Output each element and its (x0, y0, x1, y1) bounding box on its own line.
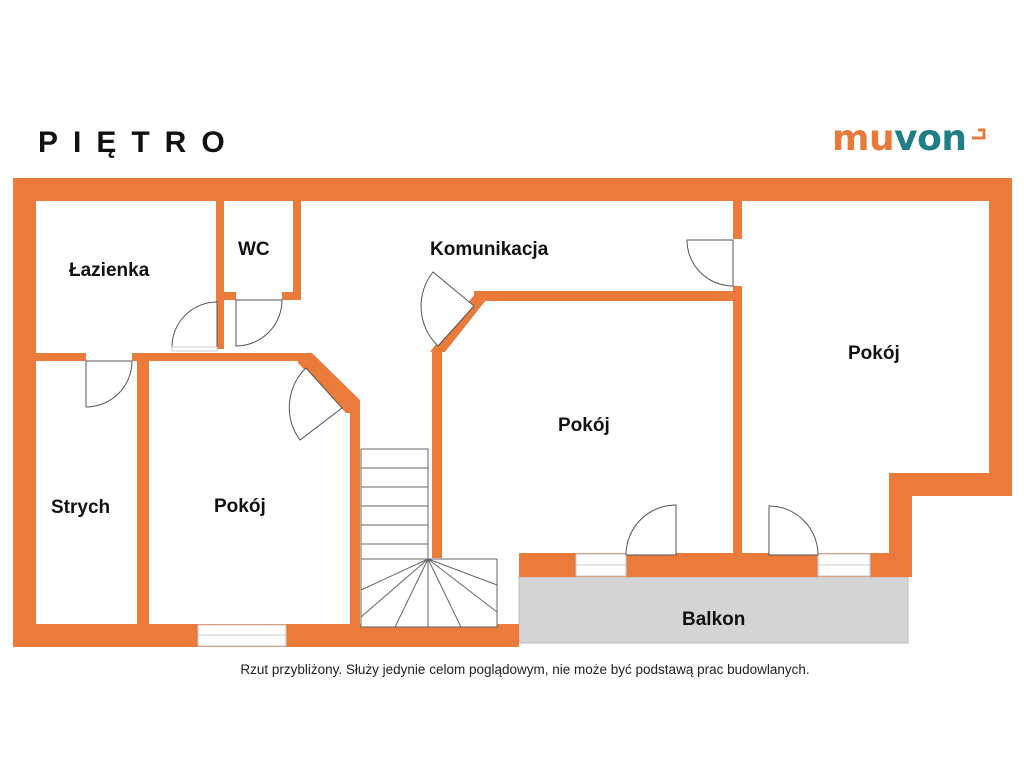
room-label-balkon: Balkon (682, 609, 745, 630)
wall-komunikacja-right-upper (733, 201, 742, 239)
outer-wall-top (13, 178, 1012, 201)
outer-wall-step-vertical (889, 473, 912, 577)
windows (197, 553, 871, 647)
logo-arrow-icon (972, 128, 986, 140)
room-label-strych: Strych (51, 497, 110, 518)
floor-heading: PIĘTRO (38, 126, 240, 159)
wall-strych-right (137, 353, 149, 628)
door-pokoj-center (420, 271, 475, 347)
disclaimer-note: Rzut przybliżony. Służy jedynie celom po… (240, 662, 810, 677)
room-label-pokoj-center: Pokój (558, 415, 610, 436)
wall-pokoj-left-right (350, 405, 360, 627)
room-label-pokoj-left: Pokój (214, 496, 266, 517)
door-komunikacja (686, 239, 734, 287)
wall-pokoj-center-corner (432, 350, 442, 558)
door-lazienka (171, 301, 218, 350)
staircase-outline (360, 448, 429, 628)
outer-wall-step-horizontal (889, 473, 1012, 496)
room-label-komunikacja: Komunikacja (430, 239, 549, 260)
logo-text-mu: mu (832, 118, 895, 159)
wall-pokoj-left-diagonal (298, 353, 360, 413)
room-label-wc: WC (238, 239, 270, 260)
doors (85, 239, 819, 556)
logo-text-von: von (894, 118, 967, 159)
room-label-lazienka: Łazienka (69, 260, 150, 281)
wall-wc-right (293, 201, 301, 299)
wall-komunikacja-right-lower (733, 286, 742, 576)
wall-lazienka-wc (216, 201, 224, 349)
staircase (360, 448, 498, 628)
door-strych (85, 360, 133, 408)
wall-pokoj-center-top (474, 291, 741, 301)
door-pokoj-left (288, 367, 343, 441)
door-balcony-right (768, 505, 819, 556)
door-balcony-center (625, 504, 677, 556)
door-wc (235, 299, 283, 347)
wall-wc-bottom (222, 292, 236, 300)
outer-wall-right (989, 178, 1012, 496)
outer-wall-left (13, 178, 36, 647)
room-label-pokoj-right: Pokój (848, 343, 900, 364)
wall-wc-bottom-right (282, 292, 301, 300)
wall-lazienka-bottom-right (132, 353, 305, 361)
wall-lazienka-bottom-left (36, 353, 86, 361)
